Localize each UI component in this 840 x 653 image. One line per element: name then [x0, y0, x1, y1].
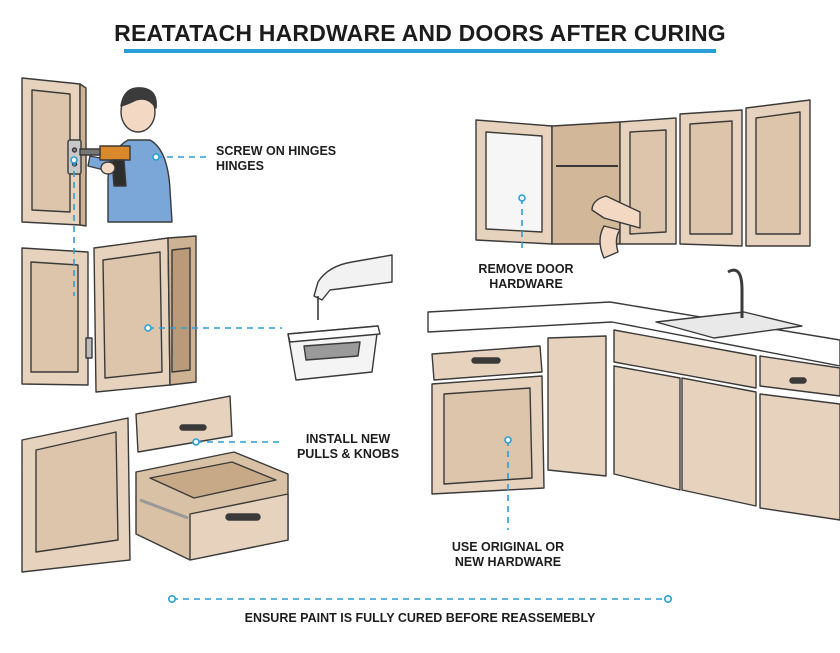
- label-remove-hardware: REMOVE DOOR HARDWARE: [478, 262, 574, 291]
- sink-faucet: [655, 268, 803, 339]
- diagram-title: REATATACH HARDWARE AND DOORS AFTER CURIN…: [114, 20, 726, 46]
- upper-cabinets-right: [475, 99, 811, 247]
- open-door-cabinet: [21, 235, 197, 393]
- base-cabinets-right: [431, 329, 840, 521]
- label-install-pulls: INSTALL NEW PULLS & KNOBS: [296, 432, 400, 461]
- screw-container: [287, 325, 381, 381]
- upper-cabinet-left: [21, 77, 87, 227]
- leader-lines: [73, 156, 668, 600]
- label-screw-hinges: SCREW ON HINGES HINGES: [216, 144, 337, 173]
- footer-note: ENSURE PAINT IS FULLY CURED BEFORE REASS…: [244, 611, 596, 625]
- hand-removing-knob: [591, 195, 641, 259]
- leader-dots: [70, 153, 672, 603]
- title-underline: [124, 49, 716, 53]
- base-cabinet-left: [21, 395, 289, 573]
- label-original-hardware: USE ORIGINAL OR NEW HARDWARE: [451, 540, 565, 569]
- countertop: [427, 301, 840, 367]
- gloved-hand: [313, 254, 393, 320]
